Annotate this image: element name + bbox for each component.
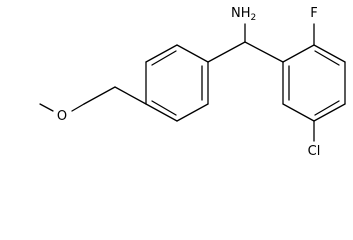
chain-bond [114,86,147,105]
ring-bond [145,44,178,63]
fluorine-label: F [310,6,317,21]
chain-bond [71,103,85,112]
ring-double-bond [314,50,340,66]
ring-bond [313,103,346,122]
central-carbon-bonds [207,23,284,63]
chain-bond [83,86,116,105]
ring-bond [145,103,178,122]
bond-left-ring-to-methine [207,41,246,63]
amine-hydrogen: H [241,6,251,21]
chemical-structure-diagram: NH2 F Cl O [39,6,346,159]
ring-bond [313,44,346,63]
chain-bond [39,103,54,112]
amine-nitrogen: N [231,6,241,21]
left-benzene-ring [145,44,209,122]
ring-bond [176,103,209,122]
amine-hydrogen-count: 2 [251,13,257,23]
ring-double-bond [314,100,340,116]
right-benzene-ring [282,44,346,122]
ring-double-bond [151,50,177,66]
chlorine-label: Cl [308,144,321,159]
methoxy-oxygen-label: O [57,109,67,124]
ring-bond [176,44,209,63]
bond-methine-to-right-ring [244,41,284,63]
ring-bond [282,103,315,122]
ring-bond [282,44,315,63]
methoxyethyl-chain [39,86,147,112]
amine-label: NH2 [231,6,256,23]
ring-double-bond [151,100,177,116]
